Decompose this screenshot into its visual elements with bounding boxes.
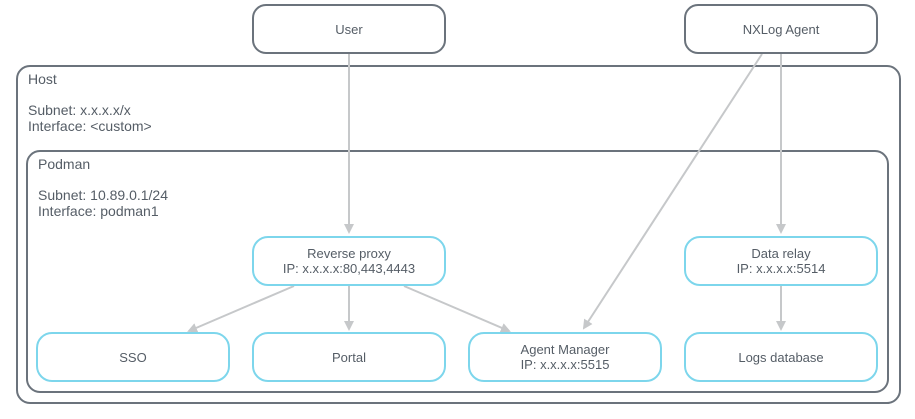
portal-node: Portal: [252, 332, 446, 382]
reverse-proxy-name: Reverse proxy: [307, 246, 391, 261]
agent-manager-name: Agent Manager: [520, 342, 610, 357]
host-container: Host Subnet: x.x.x.x/x Interface: <custo…: [16, 65, 901, 404]
arrow-proxy-to-sso: [187, 285, 295, 333]
agent-manager-node: Agent Manager IP: x.x.x.x:5515: [468, 332, 662, 382]
agent-manager-ip: IP: x.x.x.x:5515: [520, 357, 610, 372]
data-relay-name: Data relay: [751, 246, 811, 261]
host-subnet: Subnet: x.x.x.x/x: [28, 102, 131, 118]
podman-title: Podman: [38, 156, 91, 172]
user-label: User: [335, 21, 363, 37]
sso-name: SSO: [119, 349, 147, 365]
reverse-proxy-ip: IP: x.x.x.x:80,443,4443: [282, 261, 416, 276]
podman-interface: Interface: podman1: [38, 203, 159, 219]
data-relay-node: Data relay IP: x.x.x.x:5514: [684, 236, 878, 286]
podman-container: Podman Subnet: 10.89.0.1/24 Interface: p…: [26, 150, 889, 393]
sso-node: SSO: [36, 332, 230, 382]
portal-name: Portal: [332, 349, 366, 365]
nxlog-agent-node: NXLog Agent: [684, 4, 878, 54]
logs-database-node: Logs database: [684, 332, 878, 382]
reverse-proxy-node: Reverse proxy IP: x.x.x.x:80,443,4443: [252, 236, 446, 286]
user-node: User: [252, 4, 446, 54]
podman-subnet: Subnet: 10.89.0.1/24: [38, 187, 168, 203]
logs-database-name: Logs database: [738, 349, 824, 365]
nxlog-agent-label: NXLog Agent: [742, 21, 820, 37]
arrow-proxy-to-agent-manager: [403, 285, 511, 333]
host-interface: Interface: <custom>: [28, 118, 152, 134]
data-relay-ip: IP: x.x.x.x:5514: [736, 261, 826, 276]
arrow-agent-to-agent-manager: [582, 53, 763, 330]
host-title: Host: [28, 71, 57, 87]
